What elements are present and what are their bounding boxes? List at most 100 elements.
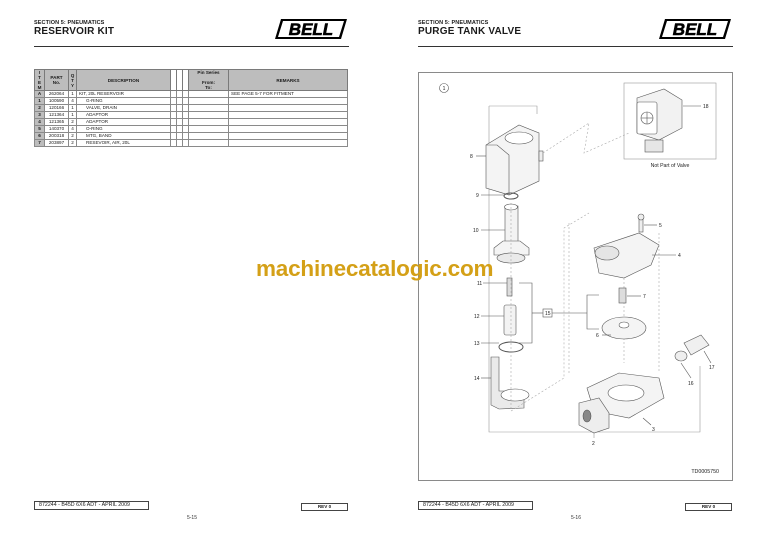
remarks-cell xyxy=(228,97,348,106)
qty-cell: 1 xyxy=(68,104,77,113)
qty-cell: 1 xyxy=(68,111,77,120)
remarks-cell xyxy=(228,104,348,113)
table-header-row: I T E M PART No. Q T Y DESCRIPTION xyxy=(34,68,348,92)
footer-revision: REV 0 xyxy=(301,503,348,511)
header-remarks: REMARKS xyxy=(228,68,348,92)
qty-cell: 2 xyxy=(68,118,77,127)
footer-document-id: 872244 - B45D 6X6 ADT - APRIL 2009 xyxy=(418,501,533,510)
header-description: DESCRIPTION xyxy=(76,68,171,92)
pin-series-cell xyxy=(188,125,229,134)
view-number-icon xyxy=(439,83,449,93)
purge-valve-drawing: 1 8 9 10 11 12 13 14 15 5 4 7 6 3 2 16 1… xyxy=(439,82,719,475)
item-cell: 1 xyxy=(34,97,45,106)
bell-logo-icon: BELL xyxy=(275,19,347,39)
svg-text:3: 3 xyxy=(652,427,655,433)
qty-cell: 4 xyxy=(68,97,77,106)
item-cell: 6 xyxy=(34,132,45,141)
qty-cell: 4 xyxy=(68,125,77,134)
header-pin-series: Pin Series From: To: xyxy=(188,68,229,92)
part-number-cell: 203897 xyxy=(44,139,69,148)
svg-text:BELL: BELL xyxy=(289,20,333,39)
qty-cell: 1 xyxy=(68,90,77,99)
page-number: 5-15 xyxy=(186,515,197,521)
svg-text:13: 13 xyxy=(474,341,480,347)
svg-text:12: 12 xyxy=(474,314,480,320)
qty-cell: 2 xyxy=(68,139,77,148)
description-cell: O-RING xyxy=(76,125,171,134)
item-cell: 3 xyxy=(34,111,45,120)
svg-text:17: 17 xyxy=(709,365,715,371)
footer-document-id: 872244 - B45D 6X6 ADT - APRIL 2009 xyxy=(34,501,149,510)
item-cell: 5 xyxy=(34,125,45,134)
remarks-cell xyxy=(228,125,348,134)
svg-text:7: 7 xyxy=(643,294,646,300)
page-number: 5-16 xyxy=(570,515,581,521)
svg-text:18: 18 xyxy=(703,104,709,110)
description-cell: KIT, 20L RESERVOIR xyxy=(76,90,171,99)
parts-table: I T E M PART No. Q T Y DESCRIPTION xyxy=(34,68,348,148)
svg-text:BELL: BELL xyxy=(673,20,717,39)
svg-text:15: 15 xyxy=(545,311,551,317)
remarks-cell xyxy=(228,111,348,120)
section-label: SECTION 5: PNEUMATICS xyxy=(418,20,489,26)
svg-text:9: 9 xyxy=(476,193,479,199)
svg-text:14: 14 xyxy=(474,376,480,382)
page-purge-tank-valve: SECTION 5: PNEUMATICS PURGE TANK VALVE B… xyxy=(384,0,768,543)
drawing-id: TD0005750 xyxy=(691,469,719,475)
svg-text:4: 4 xyxy=(678,253,681,259)
svg-text:2: 2 xyxy=(592,441,595,447)
description-cell: G-RING xyxy=(76,97,171,106)
item-cell: A xyxy=(34,90,45,99)
pin-series-cell xyxy=(188,139,229,148)
header-qty: Q T Y xyxy=(68,68,77,92)
part-number-cell: 262064 xyxy=(44,90,69,99)
item-cell: 4 xyxy=(34,118,45,127)
header-part-no: PART No. xyxy=(44,68,69,92)
header-rule xyxy=(418,46,733,47)
watermark: machinecatalogic.com xyxy=(256,256,494,281)
svg-text:6: 6 xyxy=(596,333,599,339)
page-title: PURGE TANK VALVE xyxy=(418,26,522,37)
description-cell: ADAPTOR xyxy=(76,111,171,120)
pin-series-cell xyxy=(188,90,229,99)
description-cell: ADAPTOR xyxy=(76,118,171,127)
part-number-cell: 100590 xyxy=(44,97,69,106)
svg-text:5: 5 xyxy=(659,223,662,229)
pin-series-cell xyxy=(188,104,229,113)
description-cell: MTG, BAND xyxy=(76,132,171,141)
qty-cell: 2 xyxy=(68,132,77,141)
part-number-cell: 200318 xyxy=(44,132,69,141)
section-label: SECTION 5: PNEUMATICS xyxy=(34,20,105,26)
description-cell: RESEVOIR, AIR, 20L xyxy=(76,139,171,148)
remarks-cell xyxy=(228,132,348,141)
svg-text:1: 1 xyxy=(443,86,446,92)
page-title: RESERVOIR KIT xyxy=(34,26,115,37)
exploded-diagram: 1 8 9 10 11 12 13 14 15 5 4 7 6 3 2 16 1… xyxy=(418,72,733,481)
part-number-cell: 120166 xyxy=(44,104,69,113)
item-cell: 2 xyxy=(34,104,45,113)
description-cell: VALVE, DRAIN xyxy=(76,104,171,113)
part-number-cell: 121364 xyxy=(44,111,69,120)
not-part-of-valve-note: Not Part of Valve xyxy=(651,163,690,169)
pin-series-cell xyxy=(188,118,229,127)
svg-text:8: 8 xyxy=(470,154,473,160)
svg-text:16: 16 xyxy=(688,381,694,387)
footer-revision: REV 0 xyxy=(685,503,732,511)
svg-text:10: 10 xyxy=(473,228,479,234)
part-number-cell: 121365 xyxy=(44,118,69,127)
remarks-cell xyxy=(228,139,348,148)
remarks-cell: SEE PAGE 5-7 FOR FITMENT xyxy=(228,90,348,99)
pin-series-cell xyxy=(188,97,229,106)
header-item: I T E M xyxy=(34,68,45,92)
svg-text:11: 11 xyxy=(477,281,482,287)
item-cell: 7 xyxy=(34,139,45,148)
header-rule xyxy=(34,46,349,47)
